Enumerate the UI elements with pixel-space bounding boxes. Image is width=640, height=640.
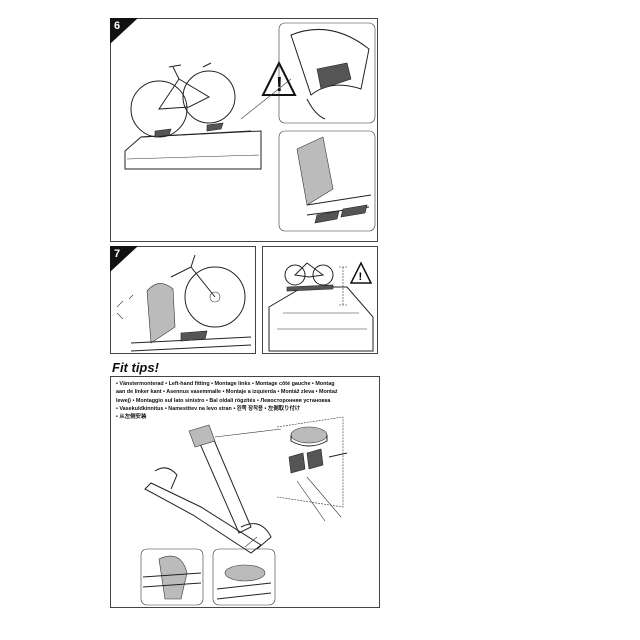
language-line: • Vasekuldkinnitus • Namestitev na levo … (116, 405, 301, 412)
step-6-panel: 6 ! (110, 18, 378, 242)
language-line: • Vänstermonterad • Left-hand fitting • … (116, 381, 335, 387)
step-6-number: 6 (114, 20, 121, 32)
warning-triangle-icon: ! (349, 261, 373, 284)
fit-tips-title: Fit tips! (112, 360, 159, 375)
step-7-illustration (116, 254, 252, 352)
svg-text:!: ! (359, 271, 363, 283)
step-6-illustration: ! (124, 22, 376, 232)
language-line: aan de linker kant • Asennus vasemmalle … (116, 389, 338, 396)
step-7-car-panel: ! (262, 246, 378, 354)
language-line: • 从左侧安装 (116, 414, 147, 421)
car-with-bike-illustration: ! (268, 261, 374, 352)
fit-tips-panel: • Vänstermonterad • Left-hand fitting • … (110, 376, 380, 608)
svg-text:!: ! (276, 74, 283, 96)
arrow-icon (328, 452, 348, 458)
language-line: lewej) • Montaggio sul lato sinistro • B… (116, 397, 331, 404)
step-7-panel: 7 (110, 246, 256, 354)
fit-tips-languages: • Vänstermonterad • Left-hand fitting • … (116, 380, 378, 421)
fit-tips-illustration (140, 416, 348, 606)
step-7-number: 7 (114, 248, 121, 260)
